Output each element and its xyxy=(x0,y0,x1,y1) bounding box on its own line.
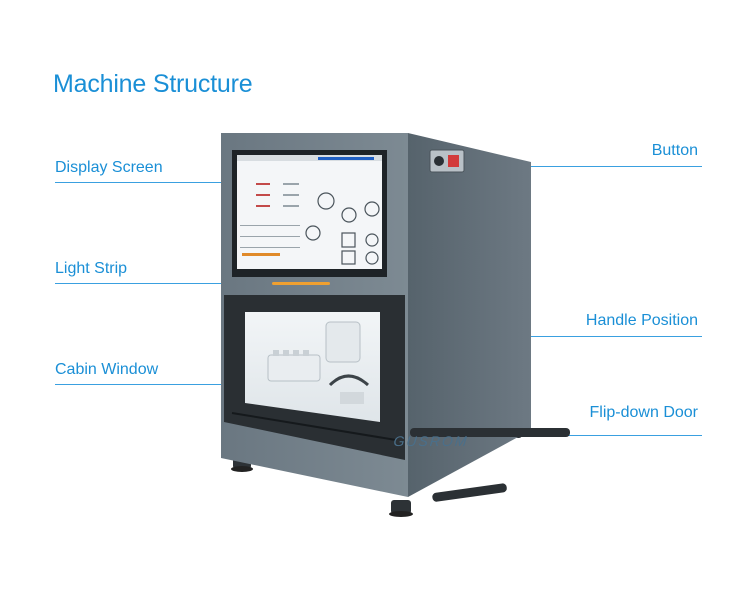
button-icon xyxy=(429,149,465,173)
label-cabin-window: Cabin Window xyxy=(55,361,159,378)
page-title: Machine Structure xyxy=(53,70,253,98)
callout-line-display-screen xyxy=(55,182,250,183)
display-screen xyxy=(237,155,382,269)
brand-logo: GUSROM xyxy=(393,433,470,449)
handle-bars xyxy=(410,428,570,502)
label-flip-down-door: Flip-down Door xyxy=(589,404,698,421)
light-strip xyxy=(272,282,330,285)
callout-line-handle-position xyxy=(408,336,702,337)
callout-line-button xyxy=(465,166,702,167)
label-display-screen: Display Screen xyxy=(55,159,163,176)
callout-line-light-strip xyxy=(55,283,267,284)
cabin-internals xyxy=(267,321,370,404)
label-handle-position: Handle Position xyxy=(585,312,698,329)
label-button: Button xyxy=(651,142,698,159)
machine-side-panel xyxy=(408,133,531,497)
label-light-strip: Light Strip xyxy=(55,260,128,277)
callout-line-cabin-window xyxy=(55,384,273,385)
